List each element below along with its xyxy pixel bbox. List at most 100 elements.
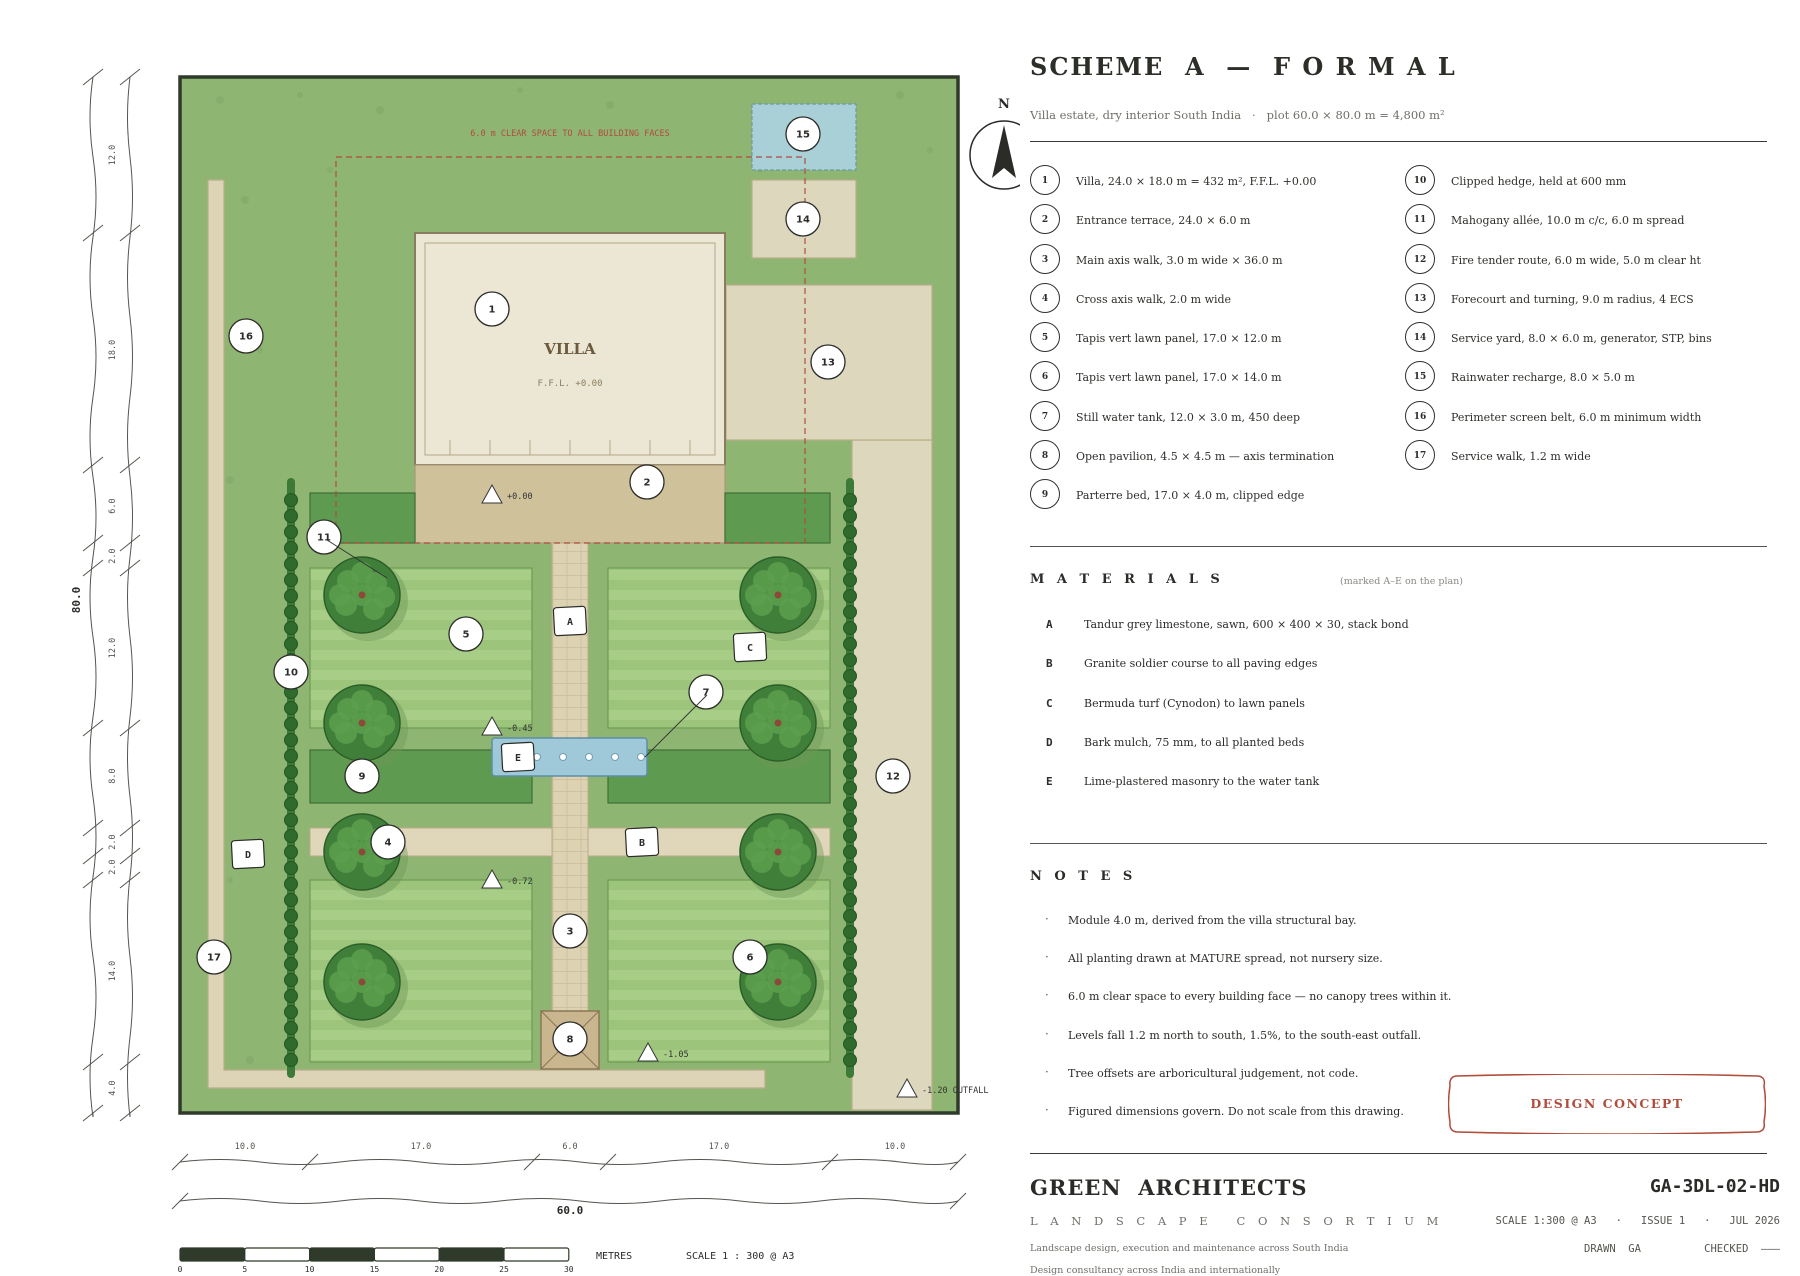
drawn-checked: DRAWN GA CHECKED ——— (1584, 1243, 1780, 1255)
plan-callout: 10 (273, 654, 309, 690)
material-tag: A (552, 605, 588, 637)
mahogany-tree (323, 556, 408, 641)
service-walk (207, 179, 766, 1089)
hedge-shrub (284, 509, 298, 523)
material-text: Lime-plastered masonry to the water tank (1084, 775, 1320, 789)
level-marker: -1.05 (637, 1041, 689, 1062)
callout-number: 15 (796, 130, 810, 141)
level-marker: -0.72 (481, 868, 533, 889)
hedge-shrub (284, 797, 298, 811)
depth-dimension: 18.0 (108, 340, 118, 360)
legend-text: Perimeter screen belt, 6.0 m minimum wid… (1451, 410, 1702, 424)
plan-callout: 12 (875, 758, 911, 794)
dimension-tick (171, 1192, 189, 1210)
divider (1030, 843, 1767, 844)
legend-number: 3 (1030, 243, 1060, 274)
notes-list: ·Module 4.0 m, derived from the villa st… (1030, 912, 1451, 1143)
villa-footprint (414, 232, 726, 466)
material-tag-letter: A (567, 617, 573, 628)
note-text: Figured dimensions govern. Do not scale … (1068, 1104, 1404, 1118)
legend-number: 13 (1405, 282, 1435, 313)
material-tag-letter: E (515, 753, 521, 764)
callout-number: 4 (385, 838, 392, 849)
hedge-shrub (843, 493, 857, 507)
material-tag: B (624, 826, 660, 858)
callout-number: 1 (489, 305, 496, 316)
legend-number: 12 (1405, 243, 1435, 274)
dimension-tick (82, 719, 104, 737)
stamp-label: DESIGN CONCEPT (1530, 1096, 1684, 1111)
hedge-shrub (284, 637, 298, 651)
scale-bar-segment (179, 1247, 246, 1262)
sheet-title: SCHEME A — F O R M A L (1030, 52, 1457, 81)
legend-number: 7 (1030, 400, 1060, 431)
hedge-shrub (284, 877, 298, 891)
hedge-shrub (284, 989, 298, 1003)
hedge-shrub (843, 893, 857, 907)
scale-bar-tick: 30 (564, 1265, 574, 1272)
callout-number: 9 (359, 772, 366, 783)
legend-number: 9 (1030, 479, 1060, 510)
divider (1030, 546, 1767, 547)
width-dimension: 10.0 (235, 1142, 255, 1152)
material-tag-letter: D (245, 850, 251, 861)
width-dimension: 10.0 (885, 1142, 905, 1152)
hedge-shrub (843, 557, 857, 571)
notes-heading: N O T E S (1030, 869, 1137, 884)
hedge-shrub (284, 493, 298, 507)
plan-callout: 13 (810, 344, 846, 380)
legend-number: 10 (1405, 165, 1435, 195)
dimension-tick (82, 456, 104, 474)
mahogany-tree (323, 684, 408, 769)
scale-bar-segment (373, 1247, 440, 1262)
hedge-shrub (284, 749, 298, 763)
hedge-shrub (284, 541, 298, 555)
depth-dimension: 12.0 (108, 145, 118, 165)
materials-note: (marked A–E on the plan) (1340, 576, 1464, 587)
hedge-shrub (284, 813, 298, 827)
note-text: All planting drawn at MATURE spread, not… (1068, 952, 1383, 966)
plan-callout: 4 (370, 824, 406, 860)
dimension-tick (821, 1153, 839, 1171)
note-item: ·Module 4.0 m, derived from the villa st… (1030, 912, 1450, 952)
hedge-shrub (843, 781, 857, 795)
site-plan: VILLA F.F.L. +0.00 6.0 m CLEAR SPACE TO … (70, 68, 1020, 1272)
hedge-shrub (284, 781, 298, 795)
dimension-tick (599, 1153, 617, 1171)
level-value: +0.00 (507, 492, 533, 502)
dimension-tick (119, 456, 141, 474)
entrance-terrace (414, 464, 726, 544)
material-text: Bermuda turf (Cynodon) to lawn panels (1084, 696, 1305, 710)
hedge-shrub (284, 525, 298, 539)
firm-line-1: Landscape design, execution and maintena… (1030, 1243, 1349, 1254)
hedge-shrub (843, 573, 857, 587)
dimension-tick (119, 871, 141, 889)
dimension-tick (82, 534, 104, 552)
material-tag-letter: B (639, 838, 645, 849)
material-text: Tandur grey limestone, sawn, 600 × 400 ×… (1084, 618, 1409, 631)
hedge-shrub (843, 797, 857, 811)
dimension-tick (949, 1192, 967, 1210)
plan-callout: 15 (785, 116, 821, 152)
hedge-shrub (843, 765, 857, 779)
note-bullet: · (1045, 988, 1049, 1003)
depth-dimension: 4.0 (108, 1080, 118, 1095)
legend-number: 6 (1030, 361, 1060, 392)
legend-text: Forecourt and turning, 9.0 m radius, 4 E… (1451, 292, 1694, 306)
hedge-shrub (843, 1053, 857, 1067)
dimension-tick (301, 1153, 319, 1171)
plan-callout: 1 (474, 291, 510, 327)
scale-bar-tick: 5 (242, 1265, 247, 1272)
width-dimension-lines (179, 1159, 959, 1204)
hedge-shrub (843, 653, 857, 667)
legend-item: 13 Forecourt and turning, 9.0 m radius, 4… (1405, 282, 1775, 325)
dimension-tick (523, 1153, 541, 1171)
dimension-tick (82, 871, 104, 889)
plan-callout: 2 (629, 464, 665, 500)
clear-space-boundary (335, 156, 806, 544)
divider (1030, 1153, 1767, 1154)
legend-number: 16 (1405, 400, 1435, 431)
dimension-tick (119, 847, 141, 865)
